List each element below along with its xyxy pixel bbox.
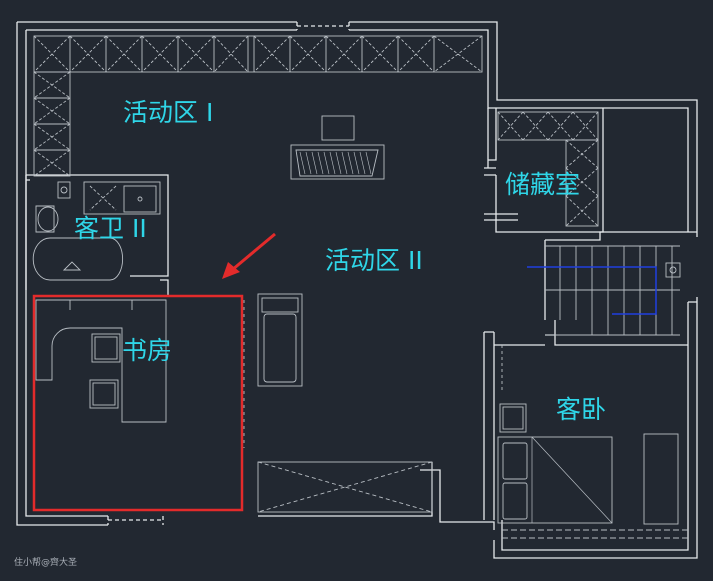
bedroom-walls (483, 331, 545, 520)
bathroom-walls (25, 174, 169, 296)
walls (16, 21, 698, 559)
room-label-activity-area-1: 活动区 I (123, 98, 214, 127)
room-label-activity-area-2: 活动区 II (325, 246, 423, 275)
stair-wall (688, 231, 697, 303)
outer-wall-outer-line (16, 21, 698, 559)
bench (243, 293, 303, 448)
storage-walls (484, 108, 604, 233)
watermark: 住小帮@齊大圣 (14, 558, 78, 568)
room-label-guest-bedroom: 客卧 (556, 395, 607, 424)
door-gap-top (296, 22, 350, 30)
room-label-guest-bathroom: 客卫 II (74, 214, 147, 243)
bottom-storage (257, 461, 433, 513)
study-highlight-box (32, 294, 244, 512)
storage-shelves (497, 111, 599, 227)
cabinet-run (33, 35, 483, 177)
stair-path-line (527, 266, 657, 315)
door-gap-bottom (107, 516, 164, 525)
bedroom-furniture (497, 345, 688, 539)
red-arrow (222, 232, 276, 279)
room-label-storage: 储藏室 (505, 170, 581, 199)
tv-console (290, 115, 385, 180)
bathroom-fixtures (32, 181, 161, 281)
study-furniture (35, 299, 167, 423)
stair-enclosure (544, 231, 688, 346)
room-label-study: 书房 (122, 336, 173, 365)
staircase (545, 245, 681, 336)
